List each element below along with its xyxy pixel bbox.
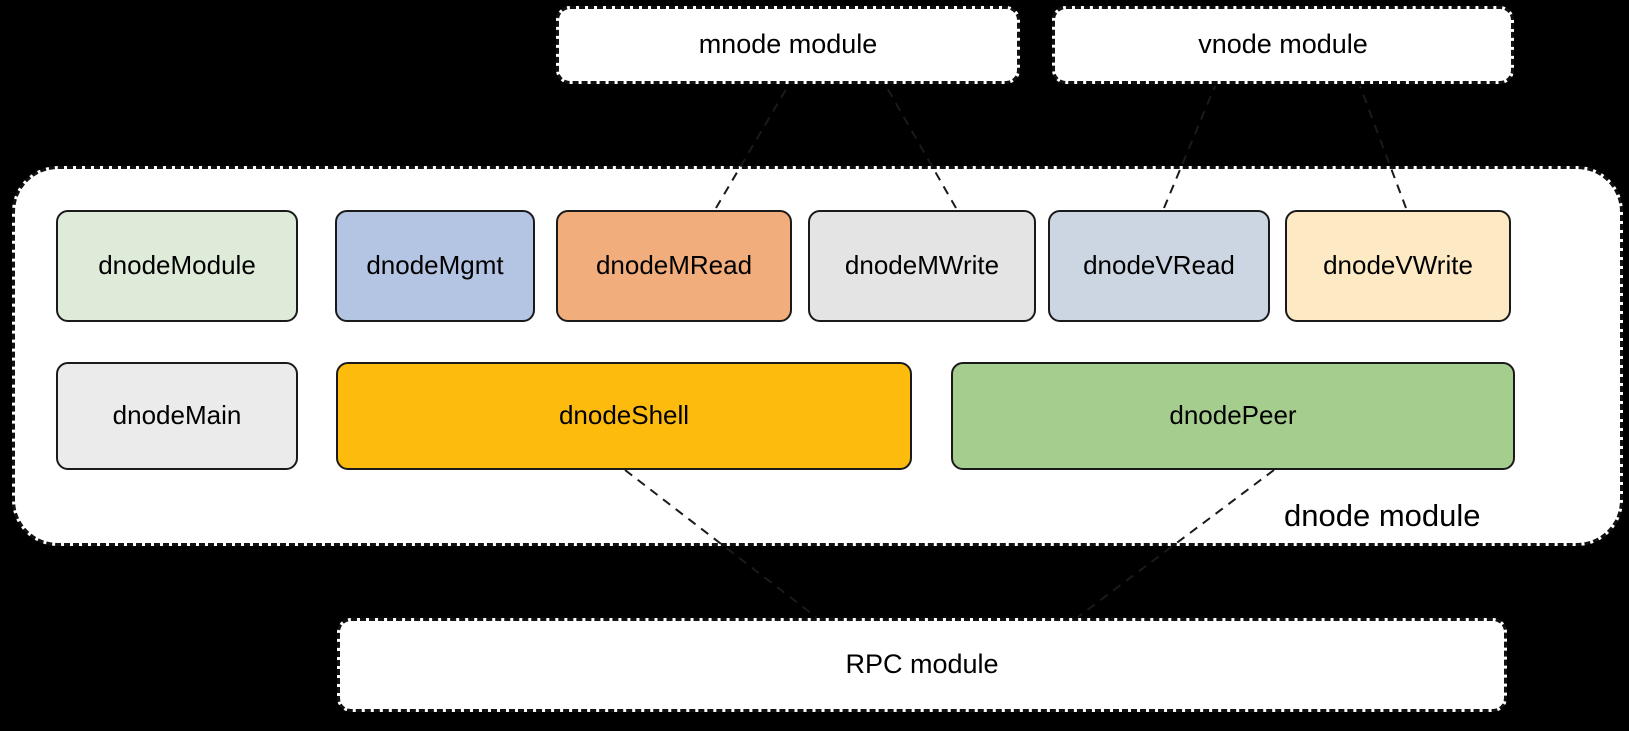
node-label-dnodeModule: dnodeModule (98, 250, 256, 281)
module-box-rpc[interactable]: RPC module (337, 618, 1507, 712)
node-dnodeVWrite[interactable]: dnodeVWrite (1285, 210, 1511, 322)
node-label-dnodePeer: dnodePeer (1169, 400, 1297, 431)
node-label-dnodeMWrite: dnodeMWrite (844, 250, 1000, 281)
node-dnodeModule[interactable]: dnodeModule (56, 210, 298, 322)
node-dnodeMgmt[interactable]: dnodeMgmt (335, 210, 535, 322)
module-box-mnode[interactable]: mnode module (556, 6, 1020, 84)
node-dnodeVRead[interactable]: dnodeVRead (1048, 210, 1270, 322)
module-label-vnode: vnode module (1198, 29, 1368, 60)
module-box-vnode[interactable]: vnode module (1052, 6, 1514, 84)
node-dnodeMWrite[interactable]: dnodeMWrite (808, 210, 1036, 322)
dnode-module-label: dnode module (1284, 498, 1481, 533)
node-label-dnodeMRead: dnodeMRead (595, 250, 753, 281)
node-dnodePeer[interactable]: dnodePeer (951, 362, 1515, 470)
module-label-rpc: RPC module (845, 649, 999, 680)
node-label-dnodeVWrite: dnodeVWrite (1323, 250, 1473, 281)
module-label-mnode: mnode module (698, 29, 878, 60)
node-label-dnodeShell: dnodeShell (558, 400, 690, 431)
node-dnodeShell[interactable]: dnodeShell (336, 362, 912, 470)
node-dnodeMain[interactable]: dnodeMain (56, 362, 298, 470)
node-label-dnodeMain: dnodeMain (112, 400, 242, 431)
node-label-dnodeVRead: dnodeVRead (1083, 250, 1235, 281)
node-label-dnodeMgmt: dnodeMgmt (366, 250, 504, 281)
node-dnodeMRead[interactable]: dnodeMRead (556, 210, 792, 322)
